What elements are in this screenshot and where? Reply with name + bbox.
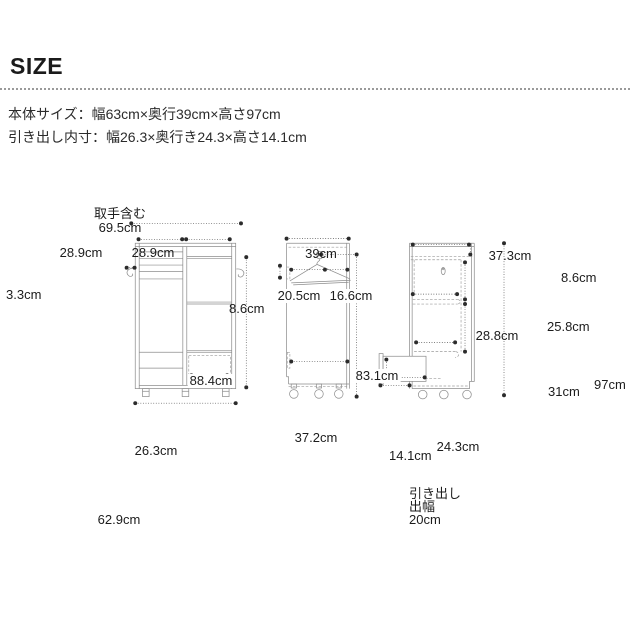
front-body-width-label: 62.9cm: [97, 512, 141, 527]
side-rear-clearance-label: 16.6cm: [327, 288, 375, 303]
front-total-width-label: 69.5cm: [98, 220, 142, 235]
right-hook-icon: [236, 268, 245, 278]
dimension-dots: [124, 221, 506, 406]
dotted-separator: [0, 88, 630, 90]
front-view-drawing: [126, 242, 245, 397]
caster-icon: [334, 389, 344, 399]
caster-icon: [439, 389, 449, 400]
section-lower-height-label: 31cm: [548, 384, 580, 399]
drawer-size-text: 引き出し内寸：幅26.3×奥行き24.3×高さ14.1cm: [8, 129, 307, 145]
pole-end-icon: [440, 267, 446, 275]
drawer-height-label: 14.1cm: [387, 448, 434, 463]
caster-icon: [289, 389, 299, 399]
section-total-height-label: 97cm: [592, 377, 628, 392]
front-left-width-label: 28.9cm: [59, 245, 103, 260]
front-drawer-width-label: 26.3cm: [134, 443, 178, 458]
dimension-lines: [126, 223, 505, 404]
front-inner-height-label: 88.4cm: [187, 373, 235, 388]
caster-icon: [462, 389, 472, 400]
side-view-drawing: [286, 242, 351, 399]
section-upper-height-label: 25.8cm: [547, 319, 590, 334]
side-inner-height-label: 83.1cm: [353, 368, 401, 383]
section-top-depth-label: 37.3cm: [488, 248, 532, 263]
drawer-extension-note: 引き出し 出幅 20cm: [409, 486, 462, 527]
body-size-text: 本体サイズ：幅63cm×奥行39cm×高さ97cm: [8, 106, 281, 122]
side-front-clearance-label: 20.5cm: [275, 288, 323, 303]
section-shelf-depth-label: 28.8cm: [475, 328, 519, 343]
hanger-hook-icon: [316, 258, 321, 265]
front-right-width-label: 28.9cm: [131, 245, 175, 260]
hanger-pole-icon: [315, 251, 324, 260]
left-hook-icon: [126, 267, 135, 277]
caster-icon: [314, 389, 324, 399]
hanger-icon: [289, 264, 351, 286]
page-title: SIZE: [10, 53, 64, 79]
side-depth-label: 39cm: [305, 246, 337, 261]
side-inner-depth-label: 37.2cm: [294, 430, 338, 445]
section-top-clearance-label: 8.6cm: [561, 270, 597, 285]
side-pole-inset-label: 8.6cm: [229, 301, 265, 316]
caster-icon: [418, 389, 428, 400]
front-hook-depth-label: 3.3cm: [6, 287, 42, 302]
drawer-depth-label: 24.3cm: [434, 439, 482, 454]
front-handle-note: 取手含む: [93, 206, 147, 221]
